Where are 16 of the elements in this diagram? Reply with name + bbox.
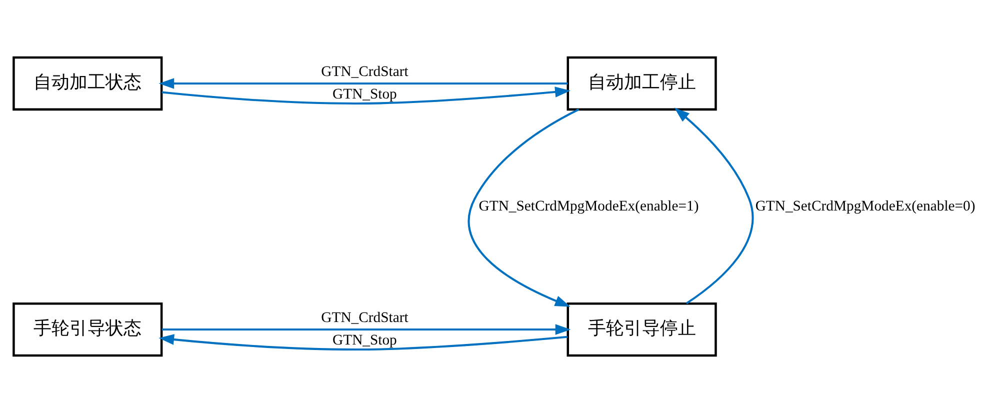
edge-label: GTN_CrdStart	[321, 310, 408, 326]
arrow	[158, 78, 568, 88]
edge-label: GTN_Stop	[332, 86, 397, 102]
arrow	[158, 334, 568, 350]
node-box: 手轮引导状态	[12, 302, 163, 356]
edge-label: GTN_CrdStart	[321, 64, 408, 80]
node-box: 自动加工停止	[566, 56, 717, 110]
arrow	[674, 107, 754, 304]
arrow	[162, 324, 571, 334]
edge-label: GTN_SetCrdMpgModeEx(enable=1)	[478, 198, 699, 214]
edge-label: GTN_SetCrdMpgModeEx(enable=0)	[755, 198, 976, 214]
edge-label: GTN_Stop	[332, 332, 397, 348]
arrow	[162, 86, 570, 104]
node-box: 自动加工状态	[12, 56, 163, 110]
arrow	[468, 108, 580, 306]
node-box: 手轮引导停止	[566, 302, 717, 356]
